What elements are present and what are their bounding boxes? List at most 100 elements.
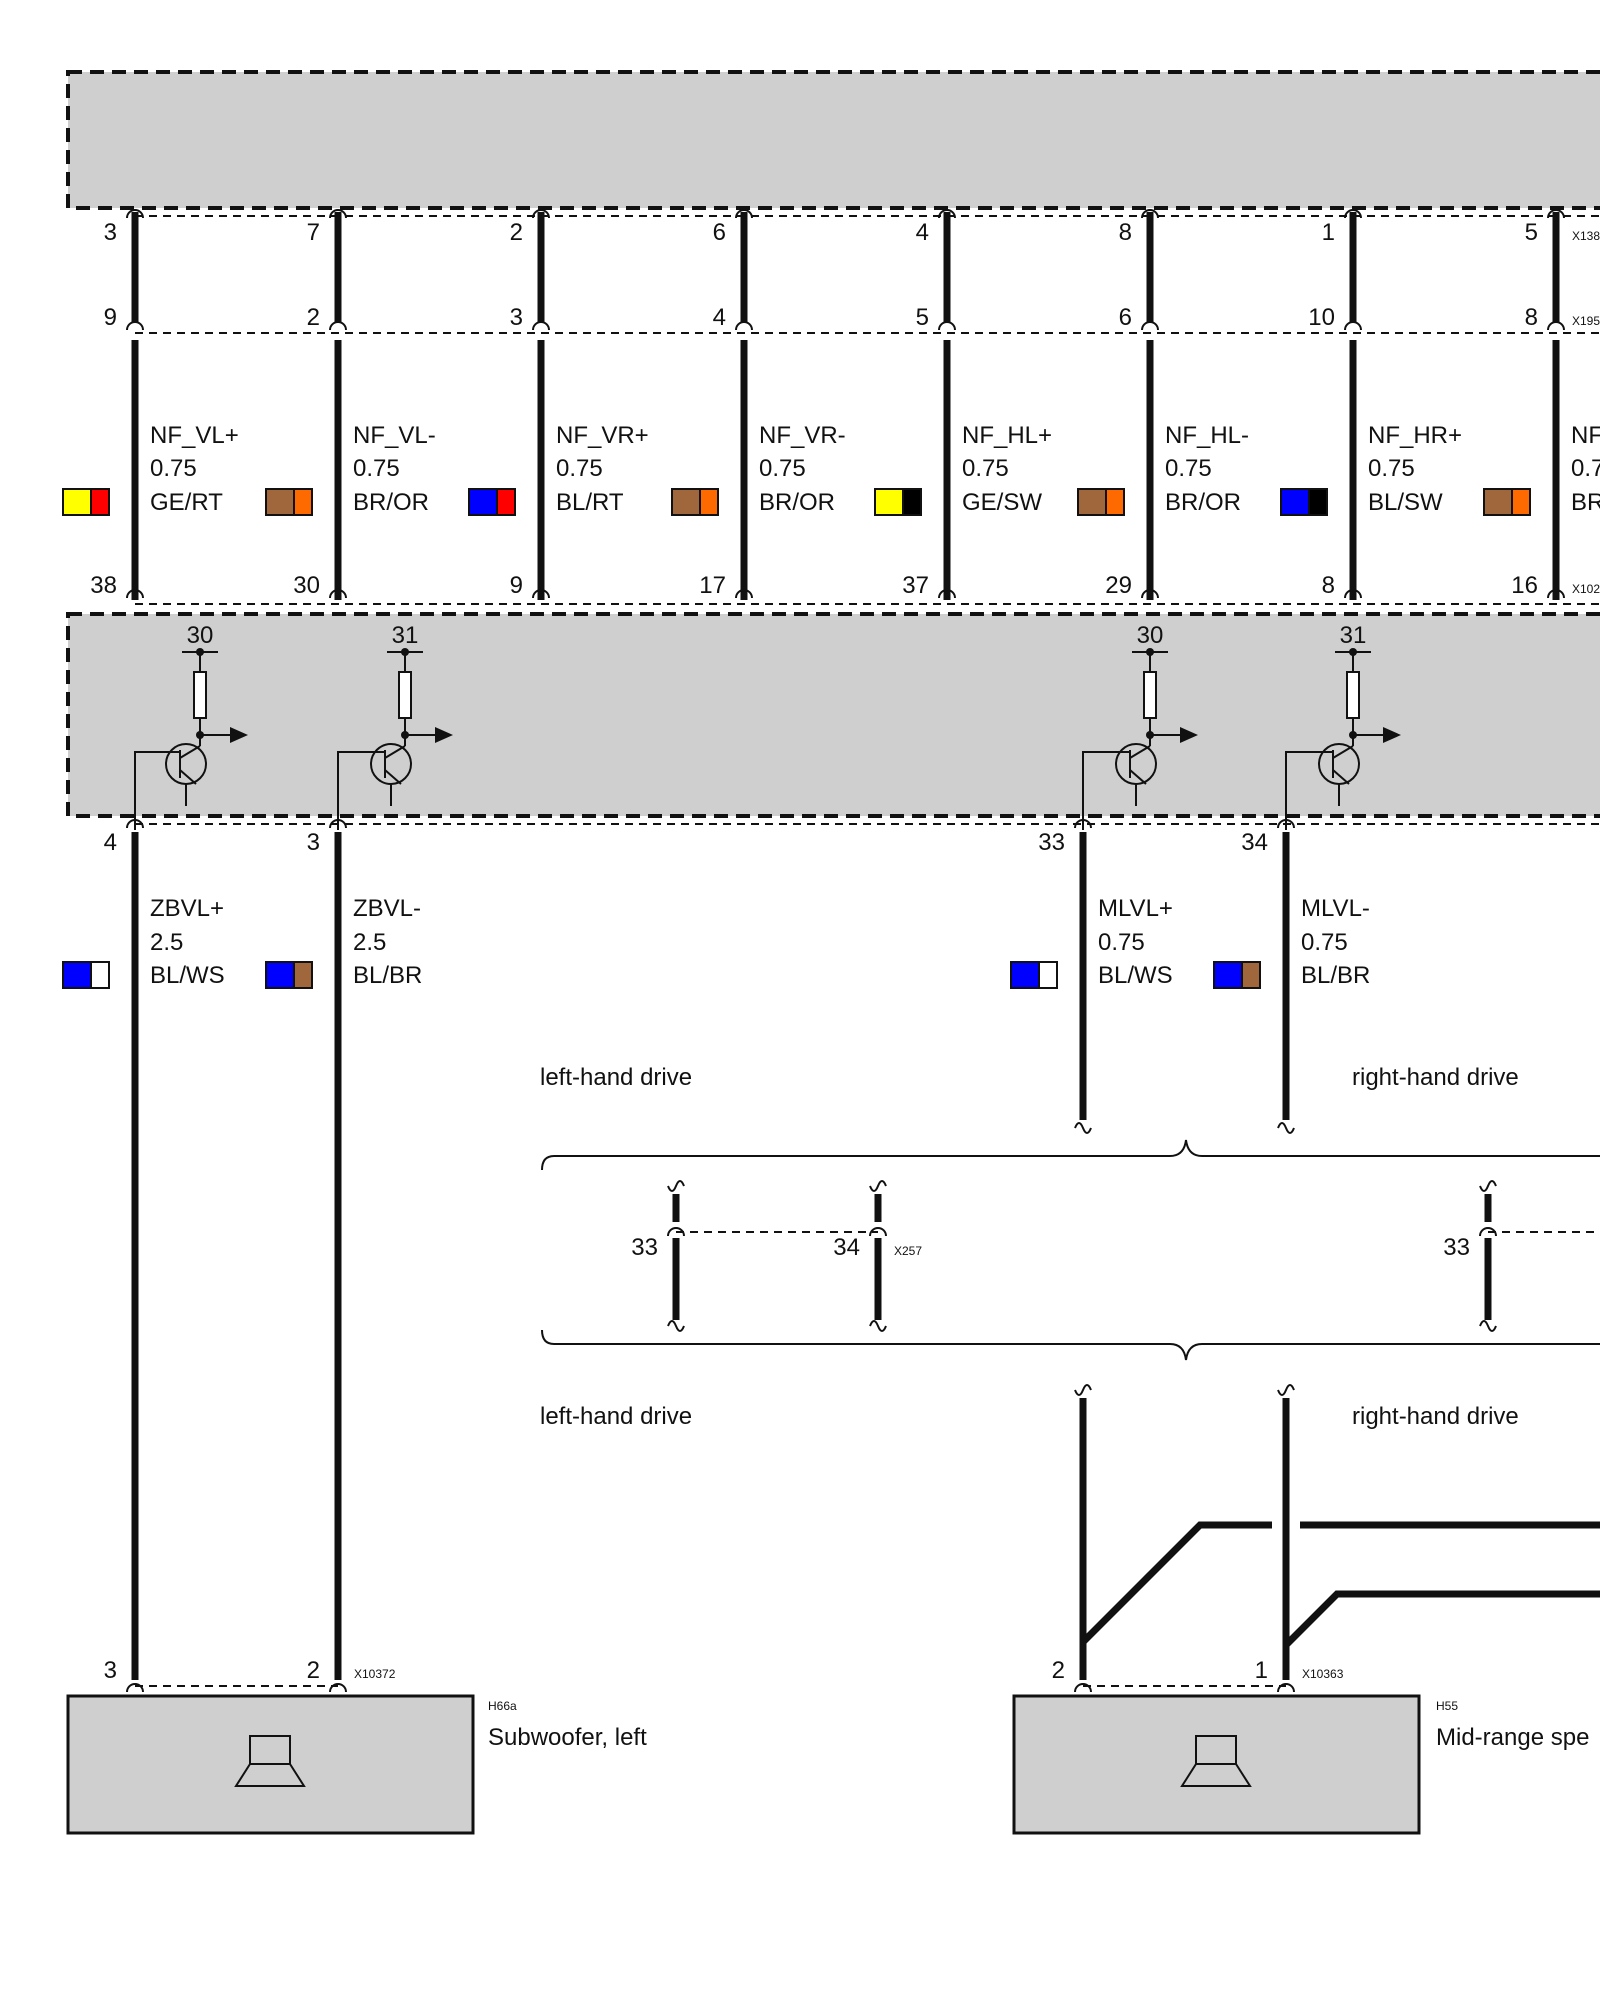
pin-arc-x195-4 — [938, 321, 956, 331]
pin-arc-x102-6 — [1344, 589, 1362, 599]
color-swatch-MLVL+-b — [1038, 961, 1058, 989]
pin-arc-out-1 — [329, 819, 347, 829]
pin-arc-x195-0 — [126, 321, 144, 331]
pin-out-3: 3 — [307, 829, 320, 856]
wire-name-NF_HL+: NF_HL+ — [962, 422, 1052, 449]
device-pin-arc-0 — [126, 1683, 144, 1693]
pin-x195-6: 6 — [1119, 304, 1132, 331]
pin-arc-out-3 — [1277, 819, 1295, 829]
pin-arc-x195-5 — [1141, 321, 1159, 331]
pin-arc-out-0 — [126, 819, 144, 829]
wire-name-NF_HL-: NF_HL- — [1165, 422, 1249, 449]
base-lead-2 — [1082, 751, 1130, 830]
wire-color-NF_VL+: GE/RT — [150, 489, 223, 516]
connector-id-x195: X195 — [1572, 314, 1600, 328]
wire-size-NF_HL+: 0.75 — [962, 455, 1009, 482]
wire-size-ZBVL+: 2.5 — [150, 929, 183, 956]
pin-x195-10: 10 — [1308, 304, 1335, 331]
output-arrow-3 — [1383, 727, 1401, 743]
connector-id-subwoofer: X10372 — [354, 1667, 396, 1681]
wire-size-NF_VR+: 0.75 — [556, 455, 603, 482]
pin-x195-8: 8 — [1525, 304, 1538, 331]
break-mlvl-minus-upper — [1277, 1122, 1295, 1134]
control-unit-top — [66, 70, 1600, 210]
subwoofer-pin-pin_a: 3 — [104, 1657, 117, 1684]
x257-break-bottom-2 — [1479, 1320, 1497, 1332]
resistor-0 — [193, 671, 207, 719]
pin-arc-x195-1 — [329, 321, 347, 331]
brace-bottom — [541, 1329, 1600, 1361]
pin-arc-x102-4 — [938, 589, 956, 599]
supply-label-1: 31 — [392, 622, 419, 649]
break-mlvl-minus-lower — [1277, 1384, 1295, 1396]
base-lead-1 — [337, 751, 385, 830]
pin-x138-7: 7 — [307, 219, 320, 246]
wire-color-MLVL+: BL/WS — [1098, 962, 1173, 989]
connector-id-midrange: X10363 — [1302, 1667, 1344, 1681]
connector-id-x138: X138 — [1572, 229, 1600, 243]
pin-x138-8: 8 — [1119, 219, 1132, 246]
pin-arc-x102-5 — [1141, 589, 1159, 599]
x257-break-bottom-1 — [869, 1320, 887, 1332]
transistor-collector-2 — [1129, 745, 1151, 759]
x257-break-bottom-0 — [667, 1320, 685, 1332]
x257-pin-arc-0 — [667, 1227, 685, 1237]
color-swatch-ZBVL--a — [265, 961, 295, 989]
pin-x138-2: 2 — [510, 219, 523, 246]
transistor-emitter-2 — [1129, 769, 1147, 785]
pin-x102-8: 8 — [1322, 572, 1335, 599]
color-swatch-NF_HL--a — [1077, 488, 1107, 516]
wire-size-NF_VL-: 0.75 — [353, 455, 400, 482]
pin-x138-6: 6 — [713, 219, 726, 246]
supply-label-3: 31 — [1340, 622, 1367, 649]
transistor-emitter-0 — [179, 769, 197, 785]
wire-size-MLVL+: 0.75 — [1098, 929, 1145, 956]
color-swatch-NF_VL+-a — [62, 488, 92, 516]
wire-name-NF_VR+: NF_VR+ — [556, 422, 649, 449]
pin-x102-9: 9 — [510, 572, 523, 599]
transistor-collector-3 — [1332, 745, 1354, 759]
wire-color-NF_VR+: BL/RT — [556, 489, 624, 516]
pin-out-4: 4 — [104, 829, 117, 856]
pin-arc-x138-2 — [532, 209, 550, 219]
midrange-pin-pin_a: 2 — [1052, 1657, 1065, 1684]
subwoofer-pin-pin_b: 2 — [307, 1657, 320, 1684]
device-id-midrange: H55 — [1436, 1699, 1458, 1713]
amplifier-box — [66, 612, 1600, 818]
pin-x195-2: 2 — [307, 304, 320, 331]
pin-arc-x102-3 — [735, 589, 753, 599]
pin-x195-3: 3 — [510, 304, 523, 331]
pin-x195-4: 4 — [713, 304, 726, 331]
pin-arc-x138-5 — [1141, 209, 1159, 219]
pin-x195-9: 9 — [104, 304, 117, 331]
wire-name-NF_VL-: NF_VL- — [353, 422, 436, 449]
x257-pin-pin_b: 34 — [833, 1234, 860, 1261]
color-swatch-MLVL--a — [1213, 961, 1243, 989]
color-swatch-MLVL--b — [1241, 961, 1261, 989]
pin-arc-x138-7 — [1547, 209, 1565, 219]
color-swatch-NF_VL--b — [293, 488, 313, 516]
wire-color-NF_VL-: BR/OR — [353, 489, 429, 516]
wire-color-ZBVL-: BL/BR — [353, 962, 422, 989]
pin-arc-x102-2 — [532, 589, 550, 599]
color-swatch-NF_VR--b — [699, 488, 719, 516]
resistor-2 — [1143, 671, 1157, 719]
pin-out-33: 33 — [1038, 829, 1065, 856]
pin-x102-37: 37 — [902, 572, 929, 599]
pin-arc-x138-3 — [735, 209, 753, 219]
diagram-root: 3938NF_VL+0.75GE/RT7230NF_VL-0.75BR/OR23… — [62, 70, 1600, 1835]
wire-rhd-branch-minus — [1283, 1590, 1600, 1648]
pin-arc-x138-0 — [126, 209, 144, 219]
connector-id-x102: X102 — [1572, 582, 1600, 596]
color-swatch-NF_HR+-b — [1308, 488, 1328, 516]
wire-size-NF_VL+: 0.75 — [150, 455, 197, 482]
device-pin-arc-2 — [1074, 1683, 1092, 1693]
wire-size-NF_HR-: 0.75 — [1571, 455, 1600, 482]
pin-out-34: 34 — [1241, 829, 1268, 856]
wire-color-MLVL-: BL/BR — [1301, 962, 1370, 989]
supply-label-0: 30 — [187, 622, 214, 649]
break-mlvl-plus-upper — [1074, 1122, 1092, 1134]
pin-x102-29: 29 — [1105, 572, 1132, 599]
break-mlvl-plus-lower — [1074, 1384, 1092, 1396]
